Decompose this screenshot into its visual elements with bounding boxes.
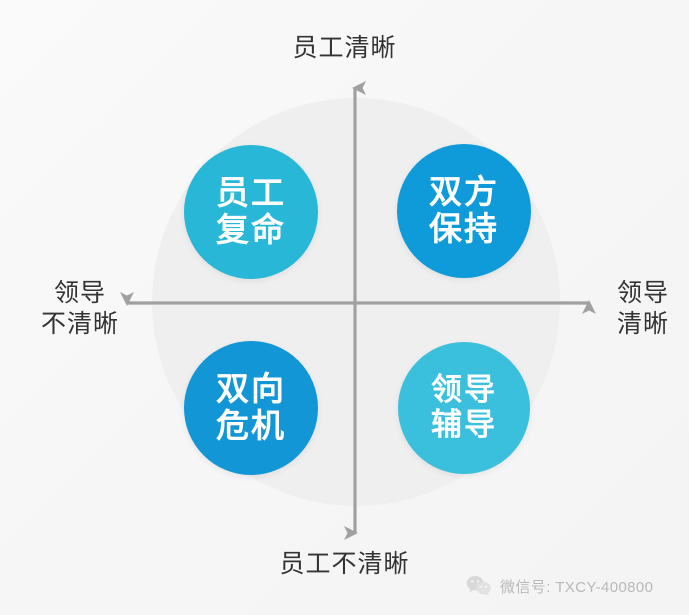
quadrant-bubble-top-left[interactable]: 员工 复命 — [184, 145, 318, 279]
quadrant-label-line2: 辅导 — [431, 407, 497, 442]
quadrant-label-line1: 领导 — [431, 372, 497, 408]
quadrant-label-line2: 保持 — [429, 210, 499, 247]
watermark: 微信号: TXCY-400800 — [466, 575, 653, 597]
axis-label-right-line1: 领导 — [616, 279, 669, 307]
quadrant-bubble-top-right[interactable]: 双方 保持 — [397, 144, 531, 278]
quadrant-label-line2: 危机 — [216, 407, 286, 444]
quadrant-bubble-bottom-right[interactable]: 领导 辅导 — [398, 342, 530, 474]
axis-label-left: 领导 不清晰 — [34, 278, 126, 339]
axis-label-right: 领导 清晰 — [598, 278, 688, 339]
axis-label-left-line1: 领导 — [53, 279, 106, 307]
quadrant-bubble-bottom-left[interactable]: 双向 危机 — [184, 341, 318, 475]
axis-label-top: 员工清晰 — [292, 34, 397, 62]
watermark-text: 微信号: TXCY-400800 — [500, 578, 654, 596]
quadrant-label-line1: 双方 — [429, 173, 499, 211]
axis-label-bottom: 员工不清晰 — [279, 550, 410, 578]
axis-label-right-line2: 清晰 — [616, 309, 669, 338]
quadrant-label-line1: 双向 — [216, 370, 286, 408]
wechat-icon — [466, 576, 491, 596]
quadrant-label-line2: 复命 — [216, 211, 286, 248]
axis-label-left-line2: 不清晰 — [40, 309, 119, 338]
quadrant-label-line1: 员工 — [216, 174, 286, 212]
